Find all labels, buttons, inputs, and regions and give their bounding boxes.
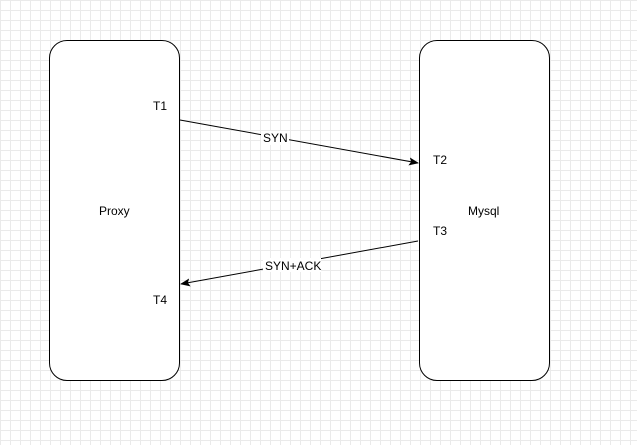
mysql-label: Mysql [468,204,500,218]
t3-label: T3 [433,224,448,238]
syn-ack-label: SYN+ACK [265,259,321,273]
proxy-label: Proxy [99,204,130,218]
t2-label: T2 [433,153,448,167]
syn-label-bg [261,131,289,145]
mysql-box[interactable] [419,40,550,381]
syn-ack-label-bg [263,258,321,272]
t4-label: T4 [153,293,168,307]
syn-label: SYN [263,131,288,145]
t1-label: T1 [153,99,168,113]
syn-arrow[interactable] [179,119,419,166]
proxy-box[interactable] [49,40,180,381]
